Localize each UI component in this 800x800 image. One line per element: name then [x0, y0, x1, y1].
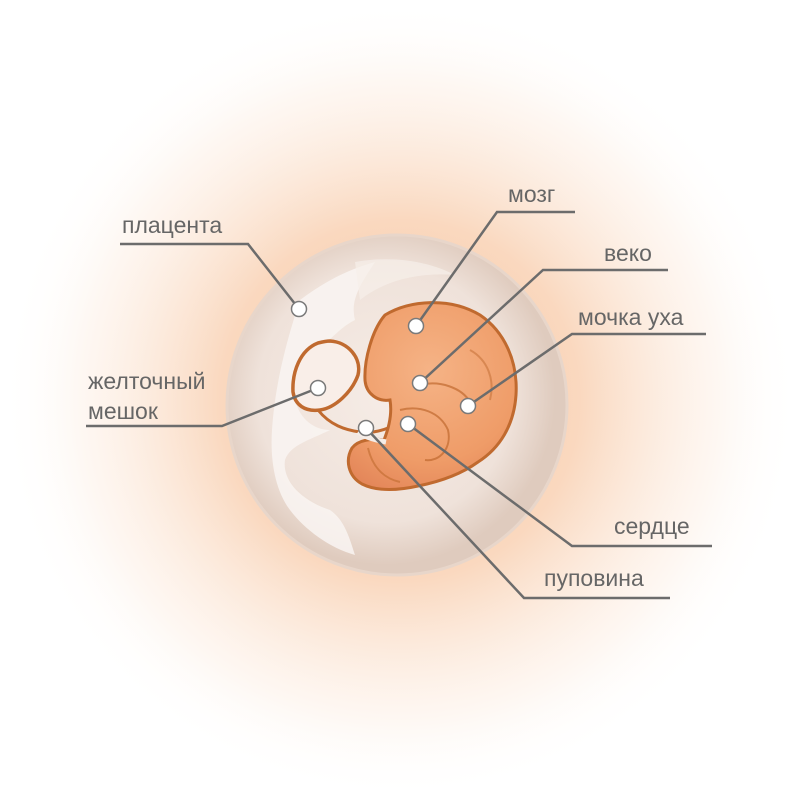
label-earlobe: мочка уха — [578, 304, 684, 330]
marker-brain — [407, 317, 425, 335]
marker-heart — [399, 415, 417, 433]
label-yolk-sac-line1: желточный — [88, 368, 206, 394]
marker-placenta — [290, 300, 308, 318]
leader-yolk-sac — [86, 386, 319, 428]
head-fold — [469, 349, 493, 401]
marker-eyelid — [411, 374, 429, 392]
leader-heart — [407, 422, 712, 548]
label-yolk-sac-line2: мешок — [88, 398, 158, 424]
marker-dots — [290, 300, 477, 437]
leader-placenta — [120, 242, 300, 310]
embryo-body — [346, 301, 518, 491]
leader-umbilical-cord — [365, 427, 670, 600]
label-placenta: плацента — [122, 212, 223, 238]
yolk-sac — [291, 339, 361, 413]
leader-earlobe — [467, 332, 706, 408]
marker-yolk-sac — [309, 379, 327, 397]
limb-bud — [399, 407, 450, 462]
placenta-band — [271, 262, 375, 555]
sphere-highlight — [355, 259, 455, 300]
label-brain: мозг — [508, 181, 556, 207]
label-heart: сердце — [614, 513, 690, 539]
label-umbilical-cord: пуповина — [544, 565, 644, 591]
leader-brain — [414, 210, 575, 327]
marker-umbilical-cord — [357, 419, 375, 437]
label-eyelid: веко — [604, 240, 652, 266]
tail-fold — [367, 447, 401, 483]
label-yolk-sac: желточный мешок — [88, 366, 205, 426]
leader-lines — [86, 210, 712, 600]
marker-earlobe — [459, 397, 477, 415]
leader-eyelid — [419, 268, 668, 384]
